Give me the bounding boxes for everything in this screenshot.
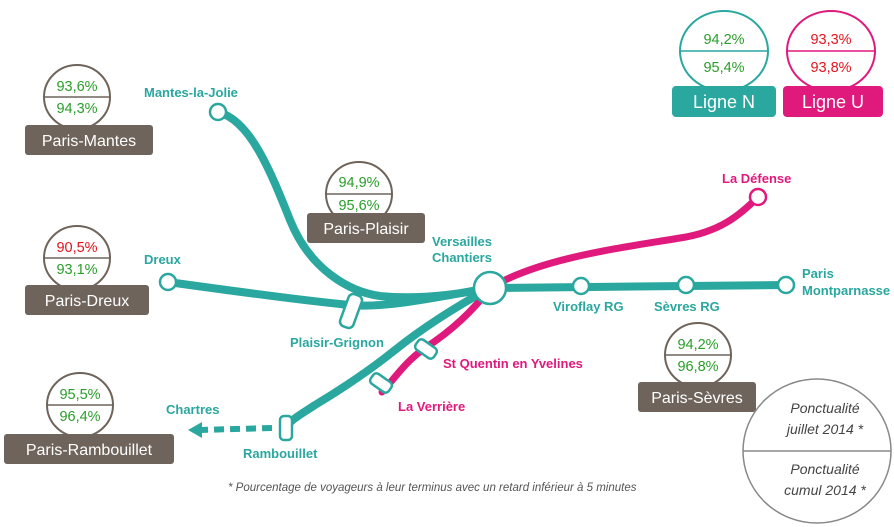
route-paris-plaisir: 94,9% 95,6% Paris-Plaisir [307,161,425,243]
label-sevres: Sèvres RG [654,299,720,314]
line-juillet-value: 94,2% [703,32,744,48]
route-paris-rambouillet: 95,5% 96,4% Paris-Rambouillet [4,372,174,464]
label-versailles-1: Versailles [432,234,492,249]
label-versailles-2: Chantiers [432,250,492,265]
line-name: Ligne U [802,92,864,112]
line-ligne-u: 93,3% 93,8% Ligne U [783,10,883,117]
route-paris-mantes: 93,6% 94,3% Paris-Mantes [25,64,153,155]
station-mantes-marker [208,102,228,122]
label-paris-1: Paris [802,266,834,281]
key-bottom-line-1: Ponctualité [790,461,859,477]
line-ligne-n: 94,2% 95,4% Ligne N [672,10,776,117]
footnote: * Pourcentage de voyageurs à leur termin… [228,482,637,494]
label-rambouillet: Rambouillet [243,446,318,461]
label-sqy: St Quentin en Yvelines [443,356,583,371]
route-name: Paris-Dreux [45,293,129,310]
route-cumul-value: 96,8% [677,359,718,375]
label-la-verriere: La Verrière [398,399,465,414]
line-juillet-value: 93,3% [810,32,851,48]
ligne-n-track [164,108,790,438]
route-juillet-value: 94,9% [338,175,379,191]
route-juillet-value: 90,5% [56,240,97,256]
route-juillet-value: 93,6% [56,79,97,95]
station-versailles-marker [472,270,508,306]
key-top-line-2: juillet 2014 * [785,421,864,437]
line-name: Ligne N [693,92,755,112]
punctuality-key: Ponctualité juillet 2014 * Ponctualité c… [742,378,892,524]
station-la-defense-marker [748,187,768,207]
station-dreux-marker [158,272,178,292]
station-rambouillet-marker [278,414,294,442]
route-name: Paris-Mantes [42,133,136,150]
station-paris-marker [776,275,796,295]
line-cumul-value: 95,4% [703,60,744,76]
route-cumul-value: 94,3% [56,101,97,117]
route-juillet-value: 95,5% [59,387,100,403]
station-la-verriere-marker [368,372,394,394]
station-sqy-marker [413,338,439,360]
route-cumul-value: 96,4% [59,409,100,425]
label-chartres: Chartres [166,402,219,417]
route-name: Paris-Plaisir [323,221,409,238]
route-paris-sevres: 94,2% 96,8% Paris-Sèvres [638,322,756,412]
route-cumul-value: 95,6% [338,198,379,214]
station-sevres-marker [676,275,696,295]
route-juillet-value: 94,2% [677,337,718,353]
label-dreux: Dreux [144,252,182,267]
label-paris-2: Montparnasse [802,283,890,298]
key-top-line-1: Ponctualité [790,400,859,416]
label-viroflay: Viroflay RG [553,299,624,314]
arrow-left-icon [188,422,202,438]
route-cumul-value: 93,1% [56,262,97,278]
station-plaisir-grignon-marker [338,292,364,330]
route-paris-dreux: 90,5% 93,1% Paris-Dreux [25,225,149,315]
station-viroflay-marker [571,276,591,296]
key-bottom-line-2: cumul 2014 * [784,482,866,498]
line-cumul-value: 93,8% [810,60,851,76]
route-name: Paris-Rambouillet [26,442,153,459]
label-mantes: Mantes-la-Jolie [144,85,238,100]
label-plaisir-grignon: Plaisir-Grignon [290,335,384,350]
route-name: Paris-Sèvres [651,390,743,407]
label-la-defense: La Défense [722,171,791,186]
